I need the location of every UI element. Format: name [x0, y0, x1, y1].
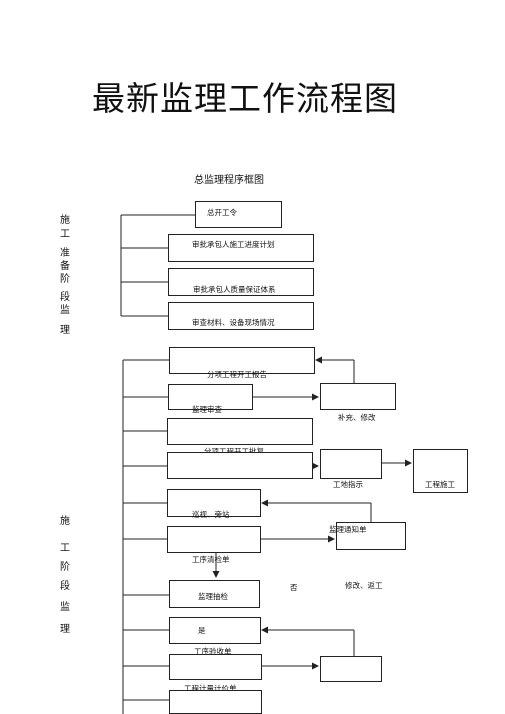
inspection-label: 巡视、旁站 — [192, 510, 230, 519]
supplement-box — [320, 383, 396, 410]
inspection-box — [167, 489, 261, 517]
page-title: 最新监理工作流程图 — [92, 79, 398, 118]
process-accept-label: 工序验收单 — [194, 647, 232, 656]
quality-system-label: 审批承包人质量保证体系 — [193, 285, 276, 294]
commencement-order-label: 总开工令 — [207, 208, 237, 217]
yes-label: 是 — [198, 626, 206, 635]
construction-stage-char: 阶 — [60, 562, 70, 573]
sampling-label: 监理抽检 — [198, 592, 228, 601]
yes-box — [169, 617, 261, 644]
works-label: 工程施工 — [425, 480, 455, 489]
construction-stage-char: 监 — [60, 602, 70, 613]
prep-stage-char: 段 — [60, 292, 70, 303]
prep-stage-char: 备 — [60, 261, 70, 272]
review-box — [168, 384, 253, 410]
quality-system-box — [168, 268, 314, 296]
construction-stage-char: 段 — [60, 581, 70, 592]
sub-start-box — [169, 347, 315, 374]
material-check-label: 审查材料、设备现场情况 — [192, 318, 275, 327]
process-check-box — [167, 526, 261, 553]
construction-stage-char: 施 — [60, 516, 70, 527]
approval-result-box — [167, 452, 313, 479]
prep-stage-char: 工 — [60, 229, 70, 240]
sub-approval-label: 分项工程开工批复 — [204, 446, 264, 457]
prep-stage-char: 监 — [60, 305, 70, 316]
supplement-label: 补充、修改 — [338, 413, 376, 422]
schedule-approval-label: 审批承包人施工进度计划 — [192, 240, 275, 249]
commencement-order-box — [195, 201, 282, 228]
diagram-subtitle: 总监理程序框图 — [194, 175, 264, 186]
sub-start-label: 分项工程开工报告 — [207, 370, 267, 379]
construction-stage-char: 工 — [60, 543, 70, 554]
prep-stage-char: 理 — [60, 325, 70, 336]
sub-approval-box — [167, 418, 313, 445]
rework-label: 修改、返工 — [345, 581, 383, 590]
review-label: 监理审查 — [192, 405, 222, 414]
prep-stage-char: 阶 — [60, 274, 70, 285]
site-guidance-box — [320, 449, 382, 479]
accept-followup-box — [320, 656, 382, 682]
notice-box — [336, 522, 406, 550]
process-accept-box — [169, 654, 262, 680]
no-label: 否 — [290, 583, 298, 592]
construction-stage-char: 理 — [60, 624, 70, 635]
material-check-box — [168, 302, 314, 330]
schedule-approval-box — [168, 234, 314, 262]
prep-stage-char: 准 — [60, 248, 70, 259]
prep-stage-char: 施 — [60, 215, 70, 226]
measure-label: 工程计量计价单 — [184, 684, 237, 693]
measure-box — [169, 690, 262, 714]
works-box — [413, 449, 468, 493]
site-guidance-label: 工地指示 — [333, 480, 363, 489]
notice-label: 监理通知单 — [329, 525, 367, 534]
sampling-box — [169, 580, 260, 608]
process-check-label: 工序清检单 — [192, 555, 230, 564]
